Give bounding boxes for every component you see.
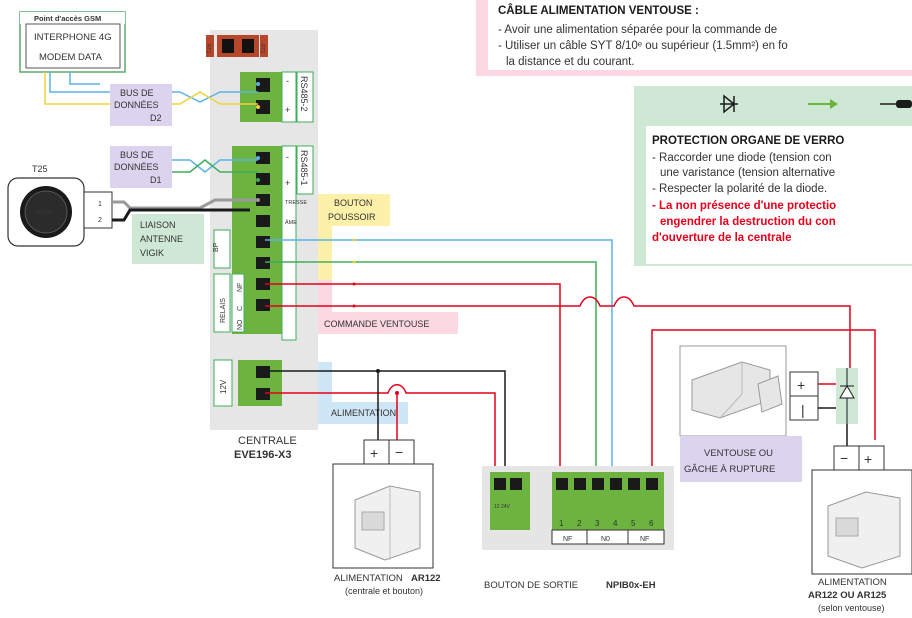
commande-ventouse-label: COMMANDE VENTOUSE [318,280,458,334]
cable-info-panel: CÂBLE ALIMENTATION VENTOUSE : - Avoir un… [476,0,912,76]
t25-reader: VIGIK 1 2 [7,177,113,247]
protection-panel-title: PROTECTION ORGANE DE VERRO [652,135,844,147]
rt-switches: RT1 RT2 [205,35,268,57]
protection-panel-line3: - Respecter la polarité de la diode. [652,183,827,195]
diode-protection [836,368,858,424]
terminal-rs485-2: - + RS485-2 [240,71,314,123]
svg-text:BOUTON: BOUTON [334,198,372,208]
psu-right-minus: − [840,450,848,466]
cable-panel-line1: - Avoir une alimentation séparée pour la… [498,24,777,36]
cable-panel-line3: la distance et du courant. [506,56,635,68]
svg-text:ANTENNE: ANTENNE [140,234,183,244]
protection-panel-line1: - Raccorder une diode (tension con [652,152,832,164]
exit-terminal-2: 2 [577,519,582,528]
rs485-1-minus: - [286,152,289,162]
svg-text:LIAISON: LIAISON [140,220,176,230]
vigik-logo: VIGIK [34,210,53,217]
svg-text:BUS DE: BUS DE [120,88,154,98]
psu-left-caption: ALIMENTATION [334,573,403,584]
t25-label: T25 [32,164,48,174]
psu-left: + − ALIMENTATION AR122 (centrale et bout… [332,439,441,596]
bp-label: BP [213,242,220,252]
svg-text:DONNÉES: DONNÉES [114,100,159,110]
protection-info-panel: PROTECTION ORGANE DE VERRO - Raccorder u… [634,86,912,266]
svg-text:COMMANDE VENTOUSE: COMMANDE VENTOUSE [324,319,429,329]
gsm-box: Point d'accès GSM INTERPHONE 4G MODEM DA… [19,11,126,73]
gsm-line2: MODEM DATA [39,52,103,63]
cable-panel-line2: - Utiliser un câble SYT 8/10ᵉ ou supérie… [498,40,788,52]
svg-text:ALIMENTATION: ALIMENTATION [331,408,396,418]
svg-text:GÂCHE À RUPTURE: GÂCHE À RUPTURE [684,464,775,475]
cable-panel-title: CÂBLE ALIMENTATION VENTOUSE : [498,4,699,17]
12v-label: 12V [219,379,228,394]
diode-icon [720,94,738,114]
svg-text:DONNÉES: DONNÉES [114,162,159,172]
exit-terminal-1: 1 [559,519,564,528]
relais-nf-label: NF [237,283,244,292]
psu-right-model: AR122 OU AR125 [808,590,887,601]
psu-right-note: (selon ventouse) [818,603,885,613]
bus-d1-label: BUS DE DONNÉES D1 [110,146,172,188]
relais-c-label: C [237,306,244,311]
psu-left-minus: − [395,444,403,460]
psu-right: − + ALIMENTATION AR122 OU AR125 (selon v… [808,445,912,613]
rs485-2-minus: - [286,76,289,86]
ventouse-plus: + [797,377,805,393]
svg-text:VENTOUSE OU: VENTOUSE OU [704,448,773,459]
centrale-name: CENTRALE [238,435,297,447]
rs485-1-label: RS485-1 [299,150,309,186]
exit-group-nf-1: NF [563,536,572,543]
protection-panel-warning1: - La non présence d'une protectio [652,200,836,212]
ame-label: ÂME [285,219,297,226]
exit-group-no: N0 [601,536,610,543]
exit-terminal-3: 3 [595,519,600,528]
gsm-title: Point d'accès GSM [34,14,101,23]
exit-button-power: 12 24V [494,504,511,510]
relais-no-label: NO [237,319,244,330]
psu-left-model: AR122 [411,573,441,584]
psu-right-caption: ALIMENTATION [818,577,887,588]
exit-button: 12 24V 1 2 3 4 5 6 NF N0 NF [482,466,674,550]
svg-text:RT1: RT1 [205,44,211,54]
bus-d2-label: BUS DE DONNÉES D2 [110,84,172,126]
exit-button-caption: BOUTON DE SORTIE [484,580,578,591]
exit-button-model: NPIB0x-EH [606,580,656,591]
svg-text:POUSSOIR: POUSSOIR [328,212,376,222]
rs485-2-label: RS485-2 [299,76,309,112]
rs485-2-plus: + [285,105,290,115]
svg-text:RT2: RT2 [259,44,265,54]
svg-text:BUS DE: BUS DE [120,150,154,160]
exit-terminal-6: 6 [649,519,654,528]
relais-label: RELAIS [220,298,227,323]
arrow-icon [808,99,838,109]
rs485-1-plus: + [285,178,290,188]
psu-left-plus: + [370,445,378,461]
t25-pin-2: 2 [98,217,102,224]
exit-terminal-4: 4 [613,519,618,528]
t25-pin-1: 1 [98,201,102,208]
protection-panel-warning3: d'ouverture de la centrale [652,232,792,244]
exit-terminal-5: 5 [631,519,636,528]
svg-text:D1: D1 [150,175,162,185]
tresse-label: TRESSE [285,200,307,206]
ventouse: + | VENTOUSE OU GÂCHE À RUPTURE [679,345,819,482]
terminal-12v: 12V [213,359,282,407]
exit-group-nf-2: NF [640,536,649,543]
psu-right-plus: + [864,451,872,467]
svg-text:D2: D2 [150,113,162,123]
ventouse-minus: | [801,402,805,418]
antenna-label: LIAISON ANTENNE VIGIK [132,214,204,264]
centrale-model: EVE196-X3 [234,449,291,461]
protection-panel-line2: une varistance (tension alternative [660,167,835,179]
gsm-line1: INTERPHONE 4G [34,32,112,43]
protection-panel-warning2: engendrer la destruction du con [660,216,836,228]
svg-text:VIGIK: VIGIK [140,248,164,258]
varistor-icon [880,100,912,108]
bouton-poussoir-label: BOUTON POUSSOIR [318,194,390,296]
psu-left-note: (centrale et bouton) [345,586,423,596]
alimentation-label: ALIMENTATION [318,362,408,424]
